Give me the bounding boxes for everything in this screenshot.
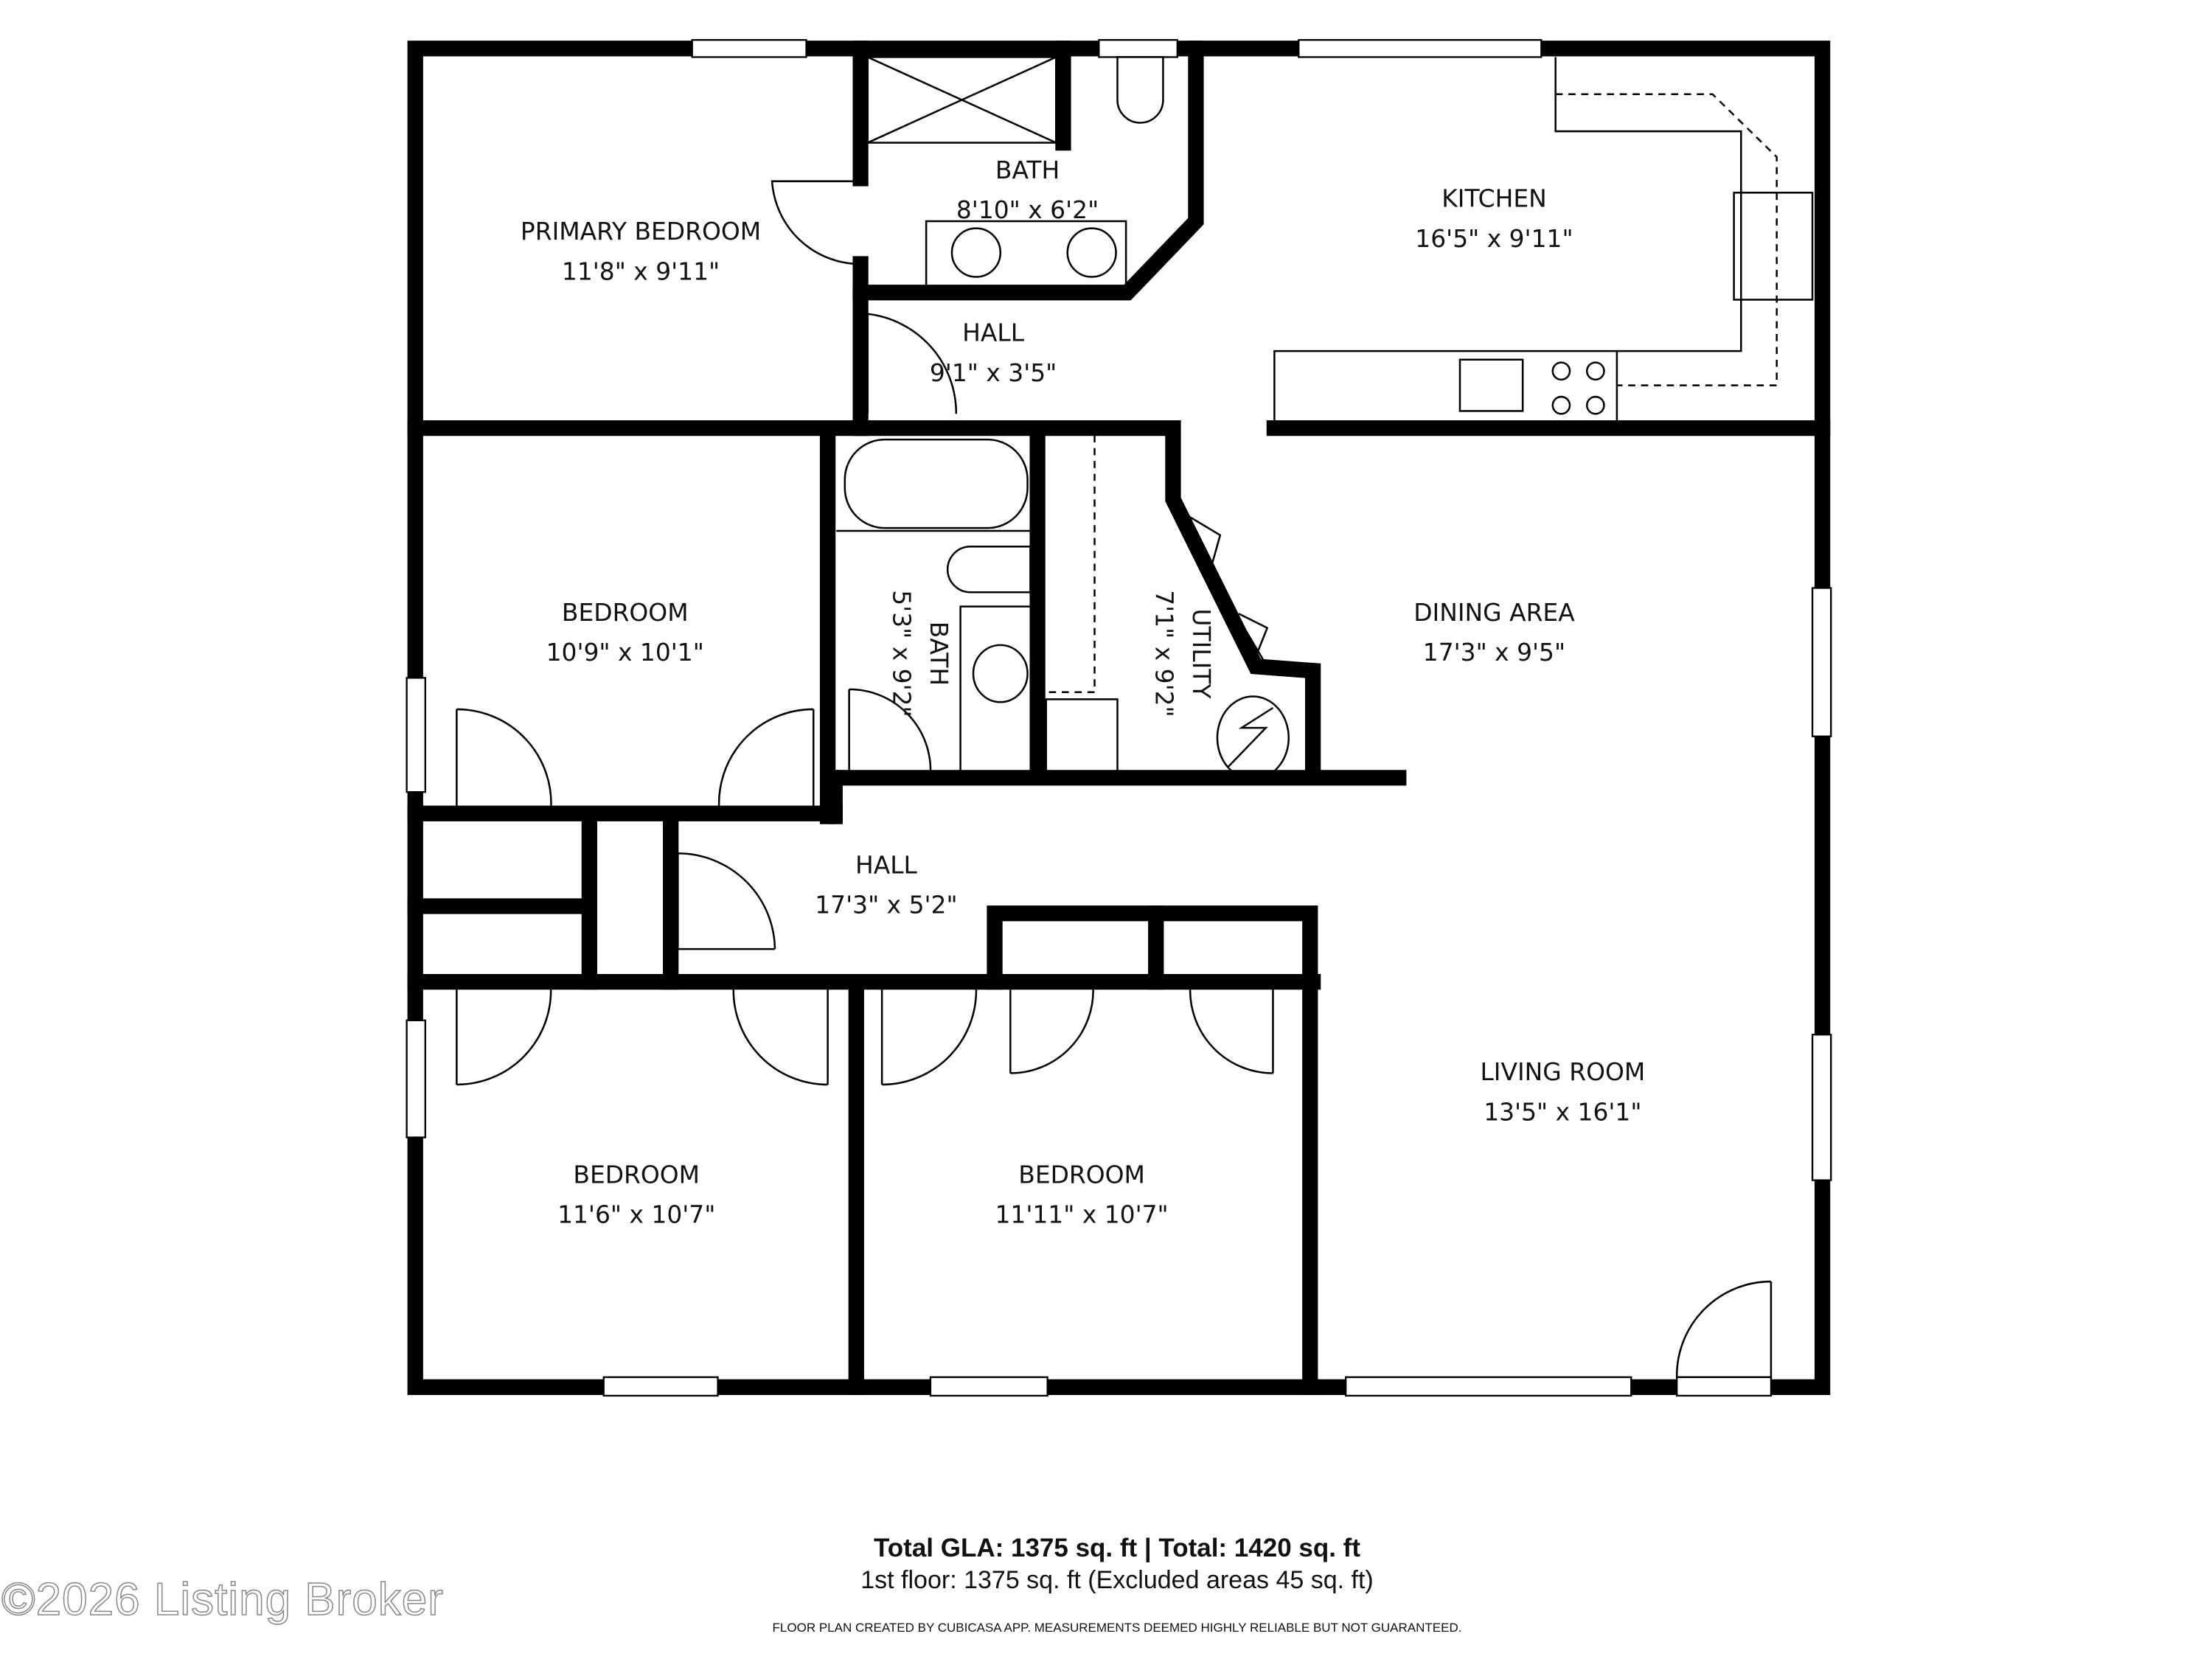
room-size: 9'1" x 3'5" (930, 358, 1057, 387)
room-name: UTILITY (1187, 608, 1216, 699)
room-size: 11'8" x 9'11" (562, 257, 720, 285)
fixtures (836, 56, 1814, 781)
watermark: ©2026 Listing Broker (1, 1573, 444, 1626)
room-name: BEDROOM (573, 1161, 700, 1189)
room-name: BATH (925, 622, 953, 686)
room-name: LIVING ROOM (1480, 1057, 1645, 1086)
walls (407, 41, 1831, 1395)
room-size: 5'3" x 9'2" (888, 590, 917, 717)
room-name: HALL (855, 851, 918, 880)
room-size: 16'5" x 9'11" (1415, 224, 1573, 253)
room-size: 17'3" x 9'5" (1423, 638, 1565, 667)
room-size: 10'9" x 10'1" (546, 638, 704, 667)
room-size: 8'10" x 6'2" (956, 195, 1099, 224)
room-name: BEDROOM (562, 598, 689, 627)
room-name: KITCHEN (1441, 184, 1547, 213)
room-size: 11'6" x 10'7" (557, 1200, 715, 1229)
room-name: DINING AREA (1413, 598, 1575, 627)
floor-area: 1st floor: 1375 sq. ft (Excluded areas 4… (860, 1566, 1374, 1594)
room-name: BATH (995, 156, 1060, 184)
room-size: 11'11" x 10'7" (995, 1200, 1168, 1229)
room-size: 13'5" x 16'1" (1484, 1097, 1641, 1126)
disclaimer: FLOOR PLAN CREATED BY CUBICASA APP. MEAS… (772, 1621, 1462, 1635)
room-name: BEDROOM (1018, 1161, 1145, 1189)
room-size: 17'3" x 5'2" (815, 891, 957, 919)
room-name: HALL (962, 319, 1025, 347)
room-size: 7'1" x 9'2" (1150, 590, 1179, 717)
windows-and-doors (406, 39, 1832, 1397)
room-labels: PRIMARY BEDROOM 11'8" x 9'11" BATH 8'10"… (521, 156, 1645, 1229)
total-area: Total GLA: 1375 sq. ft | Total: 1420 sq.… (874, 1534, 1360, 1562)
room-name: PRIMARY BEDROOM (521, 217, 761, 246)
